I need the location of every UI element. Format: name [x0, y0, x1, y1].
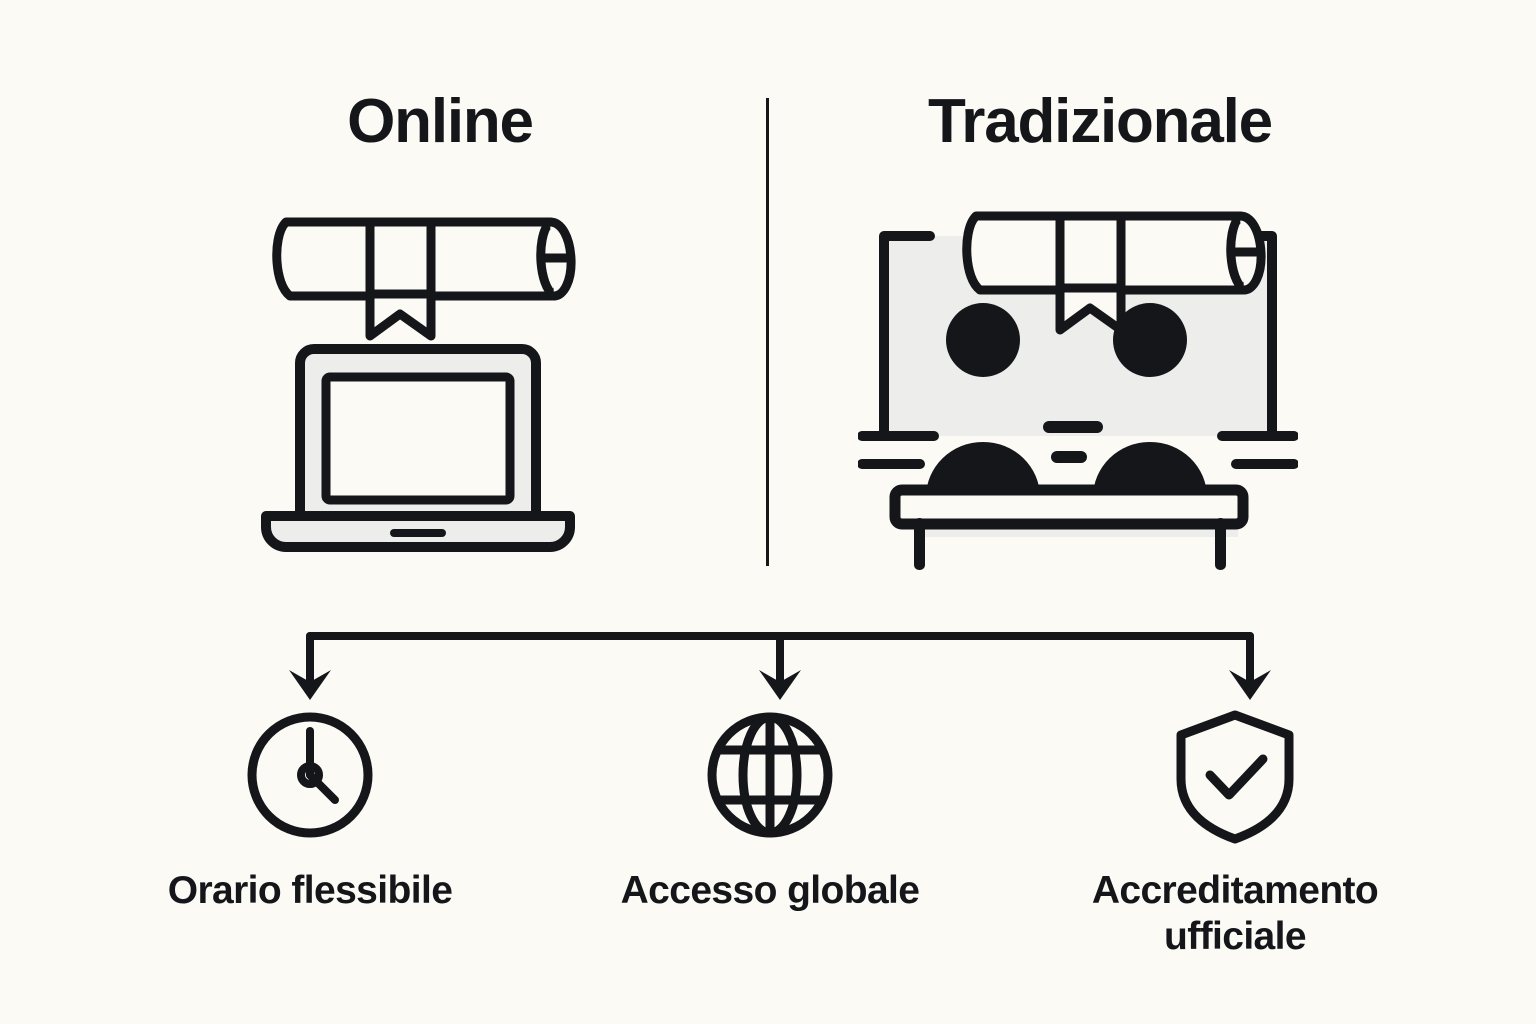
- feature-label: Accreditamento ufficiale: [1065, 868, 1405, 960]
- clock-icon: [247, 712, 373, 838]
- feature-label: Orario flessibile: [167, 869, 453, 912]
- column-heading-online: Online: [347, 87, 534, 156]
- feature-orario-flessibile: Orario flessibile: [140, 700, 480, 914]
- vertical-divider: [766, 98, 769, 566]
- shield-check-icon: [1176, 710, 1294, 844]
- globe-icon: [707, 712, 833, 838]
- bracket-connector: [289, 632, 1271, 700]
- feature-label: Accesso globale: [620, 869, 920, 912]
- column-heading-tradizionale: Tradizionale: [928, 87, 1273, 156]
- student-body-left: [926, 442, 1040, 497]
- feature-accreditamento-ufficiale: Accreditamento ufficiale: [1065, 700, 1405, 960]
- diploma-scroll-icon: [272, 217, 576, 341]
- feature-label-line1: Accreditamento: [1091, 869, 1379, 912]
- desk-icon: [889, 484, 1249, 570]
- arrow-down-right: [1229, 670, 1271, 700]
- online-illustration: [261, 217, 576, 552]
- student-body-right: [1093, 442, 1207, 497]
- diploma-scroll-icon: [962, 211, 1266, 335]
- student-head-left: [946, 303, 1020, 377]
- tradizionale-illustration: [858, 211, 1298, 570]
- feature-label-line2: ufficiale: [1164, 915, 1307, 959]
- laptop-icon: [261, 344, 575, 552]
- feature-accesso-globale: Accesso globale: [600, 700, 940, 914]
- arrow-down-left: [289, 670, 331, 700]
- student-head-right: [1113, 303, 1187, 377]
- arrow-down-center: [759, 670, 801, 700]
- students-at-desk-icon: [926, 303, 1207, 497]
